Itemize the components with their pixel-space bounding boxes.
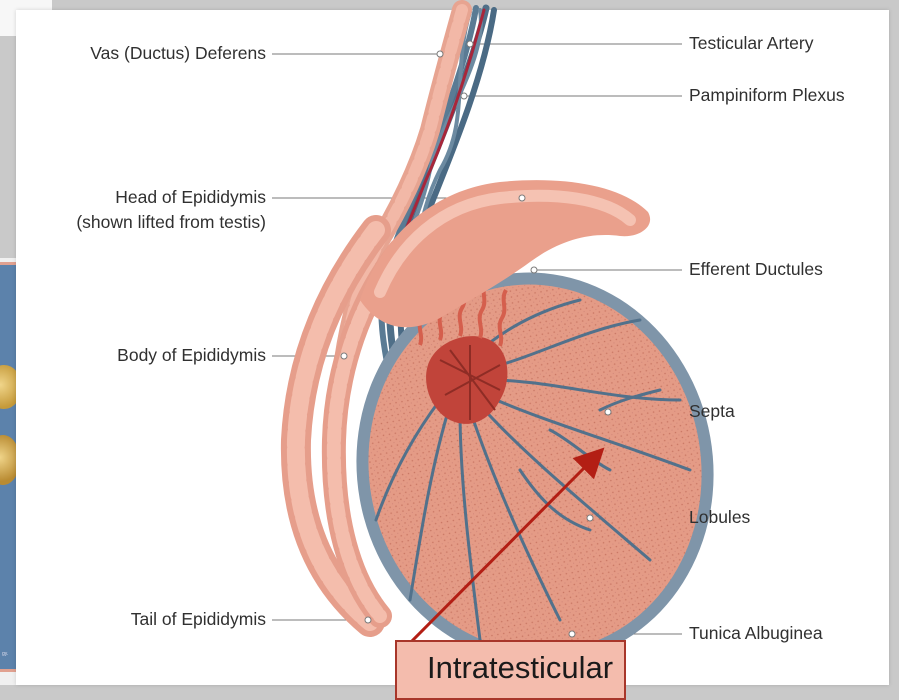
- label-lobules: Lobules: [689, 507, 750, 527]
- label-head-epididymis-note: (shown lifted from testis): [6, 212, 266, 232]
- label-septa: Septa: [689, 401, 735, 421]
- label-efferent-ductules: Efferent Ductules: [689, 259, 823, 279]
- label-vas-deferens: Vas (Ductus) Deferens: [46, 43, 266, 63]
- label-tail-epididymis: Tail of Epididymis: [40, 609, 266, 629]
- label-tunica-albuginea: Tunica Albuginea: [689, 623, 823, 643]
- callout-box: Intratesticular: [395, 640, 626, 700]
- label-pampiniform-plexus: Pampiniform Plexus: [689, 85, 845, 105]
- label-head-epididymis: Head of Epididymis: [40, 187, 266, 207]
- callout-text: Intratesticular: [427, 650, 613, 685]
- label-body-epididymis: Body of Epididymis: [40, 345, 266, 365]
- label-testicular-artery: Testicular Artery: [689, 33, 813, 53]
